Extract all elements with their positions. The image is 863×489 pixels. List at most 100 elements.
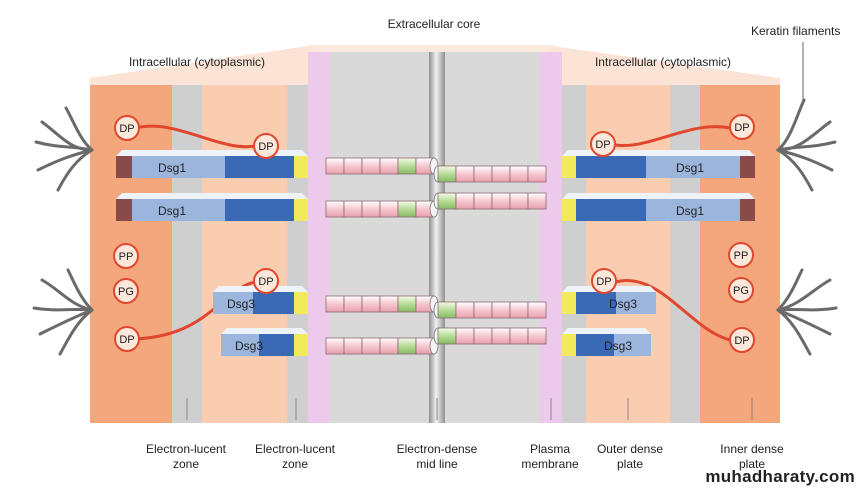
cadherin-right-2-seg-2 xyxy=(473,301,493,319)
cadherin-right-0-seg-5 xyxy=(527,165,547,183)
electron-lucent-zone-label-2-line2: zone xyxy=(281,457,309,471)
electron-lucent-zone-right-2 xyxy=(562,85,586,423)
electron-lucent-zone-label-2: Electron-lucent zone xyxy=(255,442,335,472)
cadherin-right-2-seg-1 xyxy=(455,301,475,319)
cadherin-left-3-seg-0 xyxy=(325,337,345,355)
cadherin-left-1-seg-4 xyxy=(397,200,417,218)
dsg1-label-right-2: Dsg1 xyxy=(676,204,704,218)
cadherin-right-2-seg-4 xyxy=(509,301,529,319)
cadherin-left-2-seg-1 xyxy=(343,295,363,313)
cadherin-right-0-seg-2 xyxy=(473,165,493,183)
dp-label-2: DP xyxy=(258,141,273,153)
watermark: muhadharaty.com xyxy=(705,467,855,486)
cadherin-right-1-seg-4 xyxy=(509,192,529,210)
dp-circle-3 xyxy=(590,131,616,157)
cadherin-left-2-seg-0 xyxy=(325,295,345,313)
inner-dense-plate-label-line2: plate xyxy=(738,457,766,471)
dsg1-left-2 xyxy=(116,193,308,221)
electron-lucent-zone-label-1-line2: zone xyxy=(172,457,200,471)
cadherin-left-1-seg-3 xyxy=(379,200,399,218)
outer-dense-plate-label-line2: plate xyxy=(616,457,644,471)
cadherin-left-3-seg-3 xyxy=(379,337,399,355)
dp-circle-6 xyxy=(253,268,279,294)
dp-circle-7 xyxy=(591,268,617,294)
dp-circle-4 xyxy=(729,114,755,140)
electron-dense-mid-line xyxy=(429,52,445,423)
dsg3-label-left-2: Dsg3 xyxy=(235,339,263,353)
electron-dense-mid-line-label-line2: mid line xyxy=(416,457,458,471)
outer-dense-plate-label: Outer dense plate xyxy=(597,442,663,472)
cadherin-right-2-seg-3 xyxy=(491,301,511,319)
cadherin-right-3-seg-1 xyxy=(455,327,475,345)
cadherin-right-0-seg-0 xyxy=(437,165,457,183)
inner-dense-plate-label-line1: Inner dense xyxy=(720,442,784,456)
left-cell xyxy=(90,52,330,423)
electron-lucent-zone-label-1-line1: Electron-lucent xyxy=(145,442,227,456)
extracellular-core-label: Extracellular core xyxy=(387,17,481,31)
plasma-membrane-label: Plasma membrane xyxy=(521,442,578,472)
top-shading xyxy=(90,45,780,85)
dp-label-8: DP xyxy=(734,335,749,347)
cadherin-right-1-seg-1 xyxy=(455,192,475,210)
pp-label-left: PP xyxy=(119,251,134,263)
dsg3-label-right-2: Dsg3 xyxy=(604,339,632,353)
dp-label-3: DP xyxy=(595,139,610,151)
pg-circle-left xyxy=(113,278,139,304)
cadherin-right-3-seg-3 xyxy=(491,327,511,345)
electron-lucent-zone-label-1: Electron-lucent zone xyxy=(146,442,226,472)
keratin-filaments-right xyxy=(776,98,838,356)
extracellular-core xyxy=(330,52,540,423)
cadherin-right-0-seg-1 xyxy=(455,165,475,183)
cadherin-extracellular-domains xyxy=(325,157,547,355)
keratin-filaments-label: Keratin filaments xyxy=(751,24,841,38)
bottom-leader-lines xyxy=(186,398,753,420)
dsg3-label-right-1: Dsg3 xyxy=(609,297,637,311)
cadherin-right-1-seg-3 xyxy=(491,192,511,210)
electron-lucent-zone-left-2 xyxy=(287,85,308,423)
protein-circles xyxy=(113,114,755,353)
plasma-membrane-label-line1: Plasma xyxy=(529,442,571,456)
outer-dense-plate-left xyxy=(202,85,287,423)
pg-label-left: PG xyxy=(118,286,134,298)
cadherin-left-1-seg-0 xyxy=(325,200,345,218)
cadherin-right-0-seg-3 xyxy=(491,165,511,183)
outer-dense-plate-label-line1: Outer dense xyxy=(596,442,664,456)
cadherin-right-3-seg-5 xyxy=(527,327,547,345)
pp-label-right: PP xyxy=(734,250,749,262)
pp-circle-right xyxy=(728,242,754,268)
cadherin-left-2-seg-2 xyxy=(361,295,381,313)
cadherin-left-0-seg-0 xyxy=(325,157,345,175)
electron-lucent-zone-right-1 xyxy=(670,85,700,423)
dp-circle-1 xyxy=(114,115,140,141)
cadherin-left-2-seg-3 xyxy=(379,295,399,313)
dsg1-label-right-1: Dsg1 xyxy=(676,161,704,175)
dsg1-right-1 xyxy=(562,150,755,178)
dp-label-4: DP xyxy=(734,122,749,134)
dp-label-6: DP xyxy=(258,276,273,288)
cadherin-right-1-seg-2 xyxy=(473,192,493,210)
cadherin-right-3-seg-2 xyxy=(473,327,493,345)
dsg3-right-2 xyxy=(562,328,651,356)
cadherin-right-2-seg-0 xyxy=(437,301,457,319)
dsg3-left-2 xyxy=(221,328,308,356)
dp-circle-5 xyxy=(114,326,140,352)
dp-circle-2 xyxy=(253,133,279,159)
cadherin-left-3-seg-2 xyxy=(361,337,381,355)
cadherin-right-3-seg-0 xyxy=(437,327,457,345)
dsg3-label-left-1: Dsg3 xyxy=(227,297,255,311)
cadherin-right-3-seg-4 xyxy=(509,327,529,345)
dp-label-7: DP xyxy=(596,276,611,288)
cadherin-right-1-seg-0 xyxy=(437,192,457,210)
dsg1-left-1 xyxy=(116,150,308,178)
cadherin-left-2-seg-4 xyxy=(397,295,417,313)
pg-label-right: PG xyxy=(733,285,749,297)
cadherin-right-1-seg-5 xyxy=(527,192,547,210)
dsg3-left-1 xyxy=(213,286,308,314)
cadherin-right-0-seg-4 xyxy=(509,165,529,183)
plasma-membrane-right xyxy=(540,52,562,423)
cadherin-right-2-seg-5 xyxy=(527,301,547,319)
dp-label-5: DP xyxy=(119,334,134,346)
right-cell xyxy=(540,52,780,423)
pg-circle-right xyxy=(728,277,754,303)
keratin-filaments-left xyxy=(32,106,94,356)
